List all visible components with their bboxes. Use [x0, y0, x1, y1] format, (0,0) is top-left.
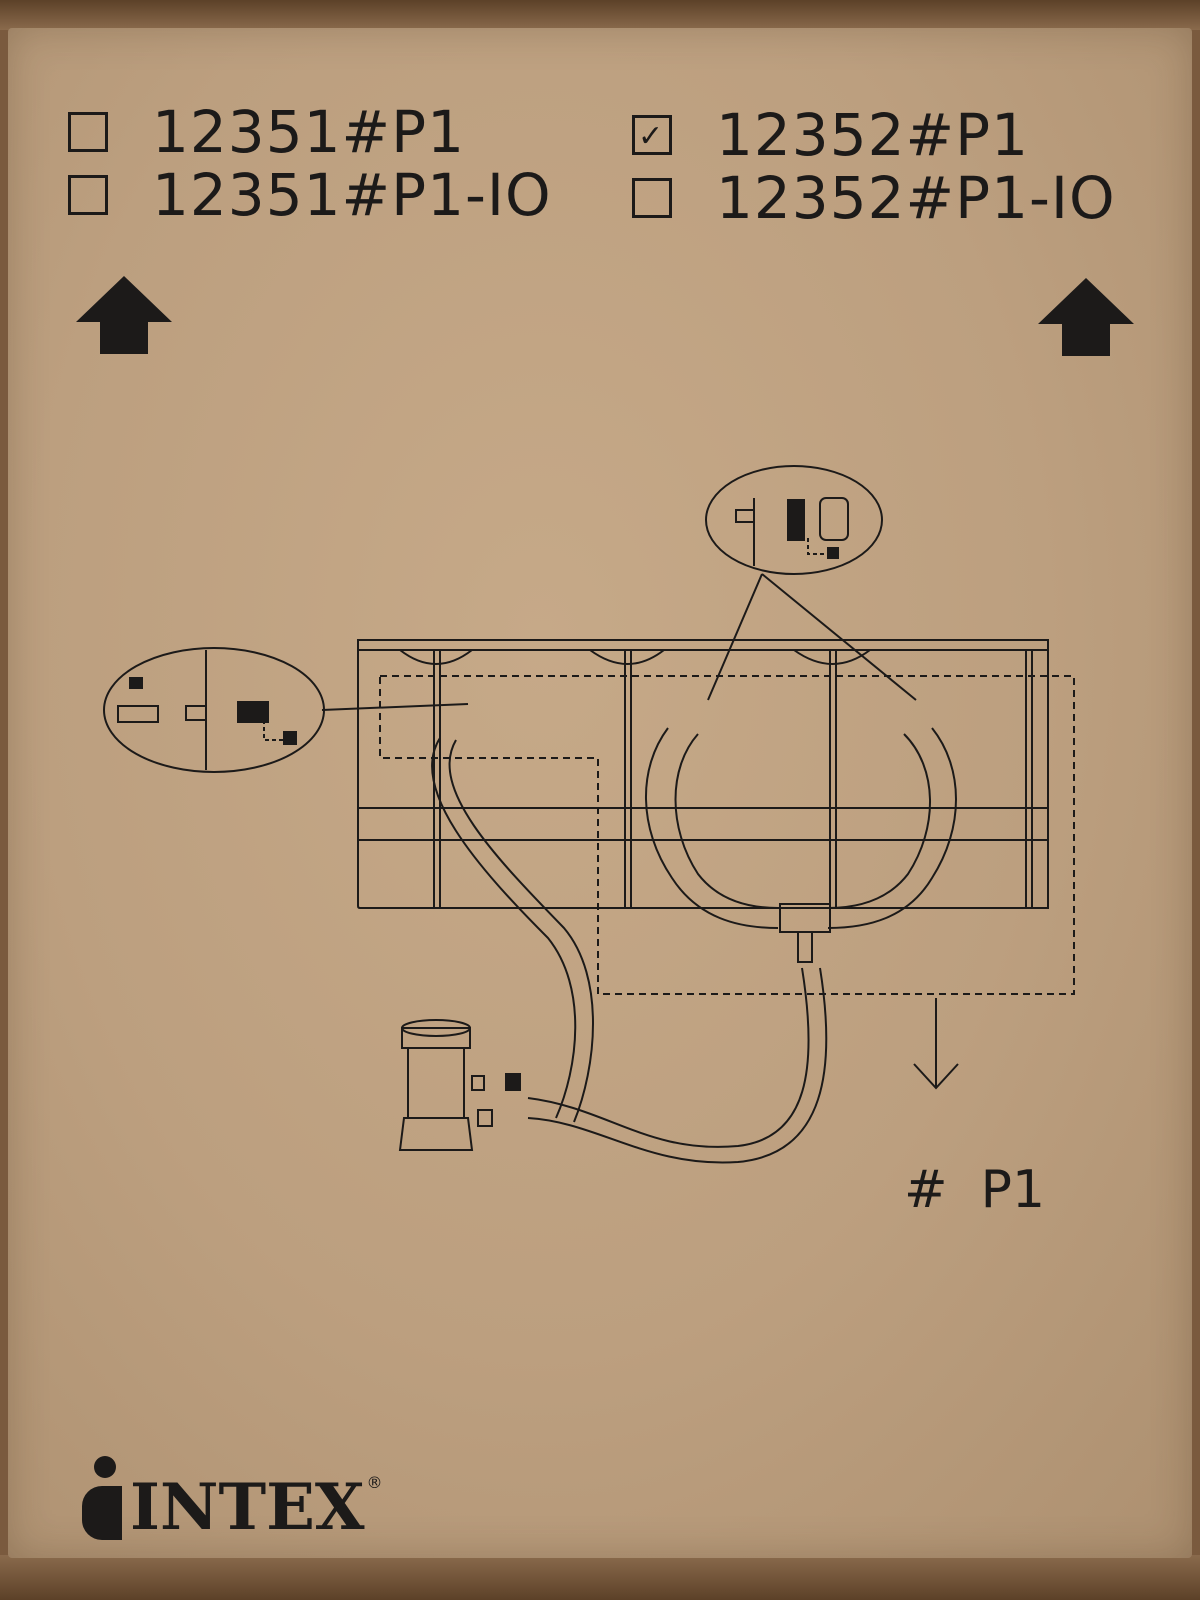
- registered-mark: ®: [366, 1473, 383, 1492]
- this-side-up-arrow-icon: [76, 276, 172, 354]
- brand-name: INTEX: [130, 1470, 365, 1545]
- option-12351-p1: 12351#P1: [68, 98, 465, 166]
- wood-surface-bottom: [0, 1555, 1200, 1600]
- checkbox-12351-p1-io: [68, 175, 108, 215]
- this-side-up-arrow-icon: [1038, 278, 1134, 356]
- hand-check-mark: ✓: [638, 119, 664, 154]
- code-label: 12352#P1-IO: [716, 164, 1116, 232]
- code-label: 12351#P1: [152, 98, 465, 166]
- cardboard-box-panel: 12351#P1 12351#P1-IO ✓ 12352#P1 12352#P1…: [8, 28, 1192, 1558]
- checkbox-12351-p1: [68, 112, 108, 152]
- option-12352-p1-io: 12352#P1-IO: [632, 164, 1116, 232]
- wood-surface-top: [0, 0, 1200, 30]
- option-12351-p1-io: 12351#P1-IO: [68, 161, 552, 229]
- option-12352-p1: ✓ 12352#P1: [632, 101, 1029, 169]
- intex-logo-mark: [80, 1456, 126, 1540]
- intex-logo: INTEX ®: [80, 1456, 383, 1540]
- pool-frame-drawing: [357, 639, 1049, 909]
- checkbox-12352-p1: ✓: [632, 115, 672, 155]
- code-label: 12352#P1: [716, 101, 1029, 169]
- pool-pump-hose-diagram: [103, 465, 1075, 1164]
- filter-pump-drawing: [398, 1019, 521, 1151]
- checkbox-12352-p1-io: [632, 178, 672, 218]
- code-label: 12351#P1-IO: [152, 161, 552, 229]
- part-code-label: # P1: [904, 1160, 1046, 1220]
